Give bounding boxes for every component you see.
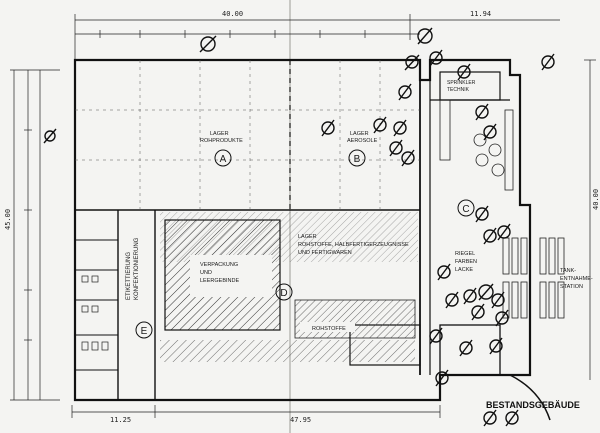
dimension-top-total: 40.00 [222,10,243,18]
room-e-name-line2: KONFEKTIONIERUNG [134,237,140,300]
room-a-name-line2: ROHPRODUKTE [200,138,243,144]
building-title: BESTANDSGEBÄUDE [486,400,580,410]
riegel-line2: FARBEN [455,259,477,265]
dimension-left-total: 45.00 [4,209,12,230]
room-letter-d: D [280,288,287,299]
room-letter-c: C [462,204,469,215]
dimension-bottom-mid: 47.95 [290,416,311,424]
room-a-name-line1: LAGER [210,131,229,137]
riegel-line3: LACKE [455,267,473,273]
tank-line3: STATION [560,284,583,290]
sanitary-fixtures [81,275,109,351]
tank-line1: TANK- [560,268,576,274]
sprinkler-line2: TECHNIK [447,87,470,93]
dimension-labels: 40.00 11.94 11.25 47.95 45.00 40.00 [4,10,600,424]
sprinkler-line1: SPRINKLER [447,80,476,86]
curved-wall [509,374,551,421]
column-grid [75,60,420,210]
packaging-line2: UND [200,270,212,276]
room-b-name-line1: LAGER [350,131,369,137]
room-markers [135,149,475,339]
riegel-line1: RIEGEL [455,251,475,257]
packaging-line1: VERPACKUNG [200,262,238,268]
dimension-chains [10,14,596,418]
packaging-label-bg [190,255,272,297]
tank-line2: ENTNAHME- [560,276,593,282]
dimension-top-right: 11.94 [470,10,491,18]
dimension-right-total: 40.00 [592,189,600,210]
room-letter-a: A [220,154,227,165]
handwritten-annotations [43,27,555,427]
c-area-equipment [439,99,514,191]
room-e-name-line1: ETIKETTIERUNG [126,252,132,300]
packaging-line3: LEERGEBINDE [200,278,239,284]
rohstoffe-label-bg [300,322,355,332]
room-d-name-line1: LAGER [298,234,317,240]
room-d-name-line2: ROHSTOFFE, HALBFERTIGERZEUGNISSE [298,242,409,248]
tank-station-tanks [502,237,565,319]
rohstoffe-label: ROHSTOFFE [312,326,346,332]
room-letter-b: B [354,154,361,165]
dimension-bottom-left: 11.25 [110,416,131,424]
room-b-name-line2: AEROSOLE [347,138,378,144]
room-d-name-line3: UND FERTIGWAREN [298,250,352,256]
room-letter-e: E [141,326,148,337]
